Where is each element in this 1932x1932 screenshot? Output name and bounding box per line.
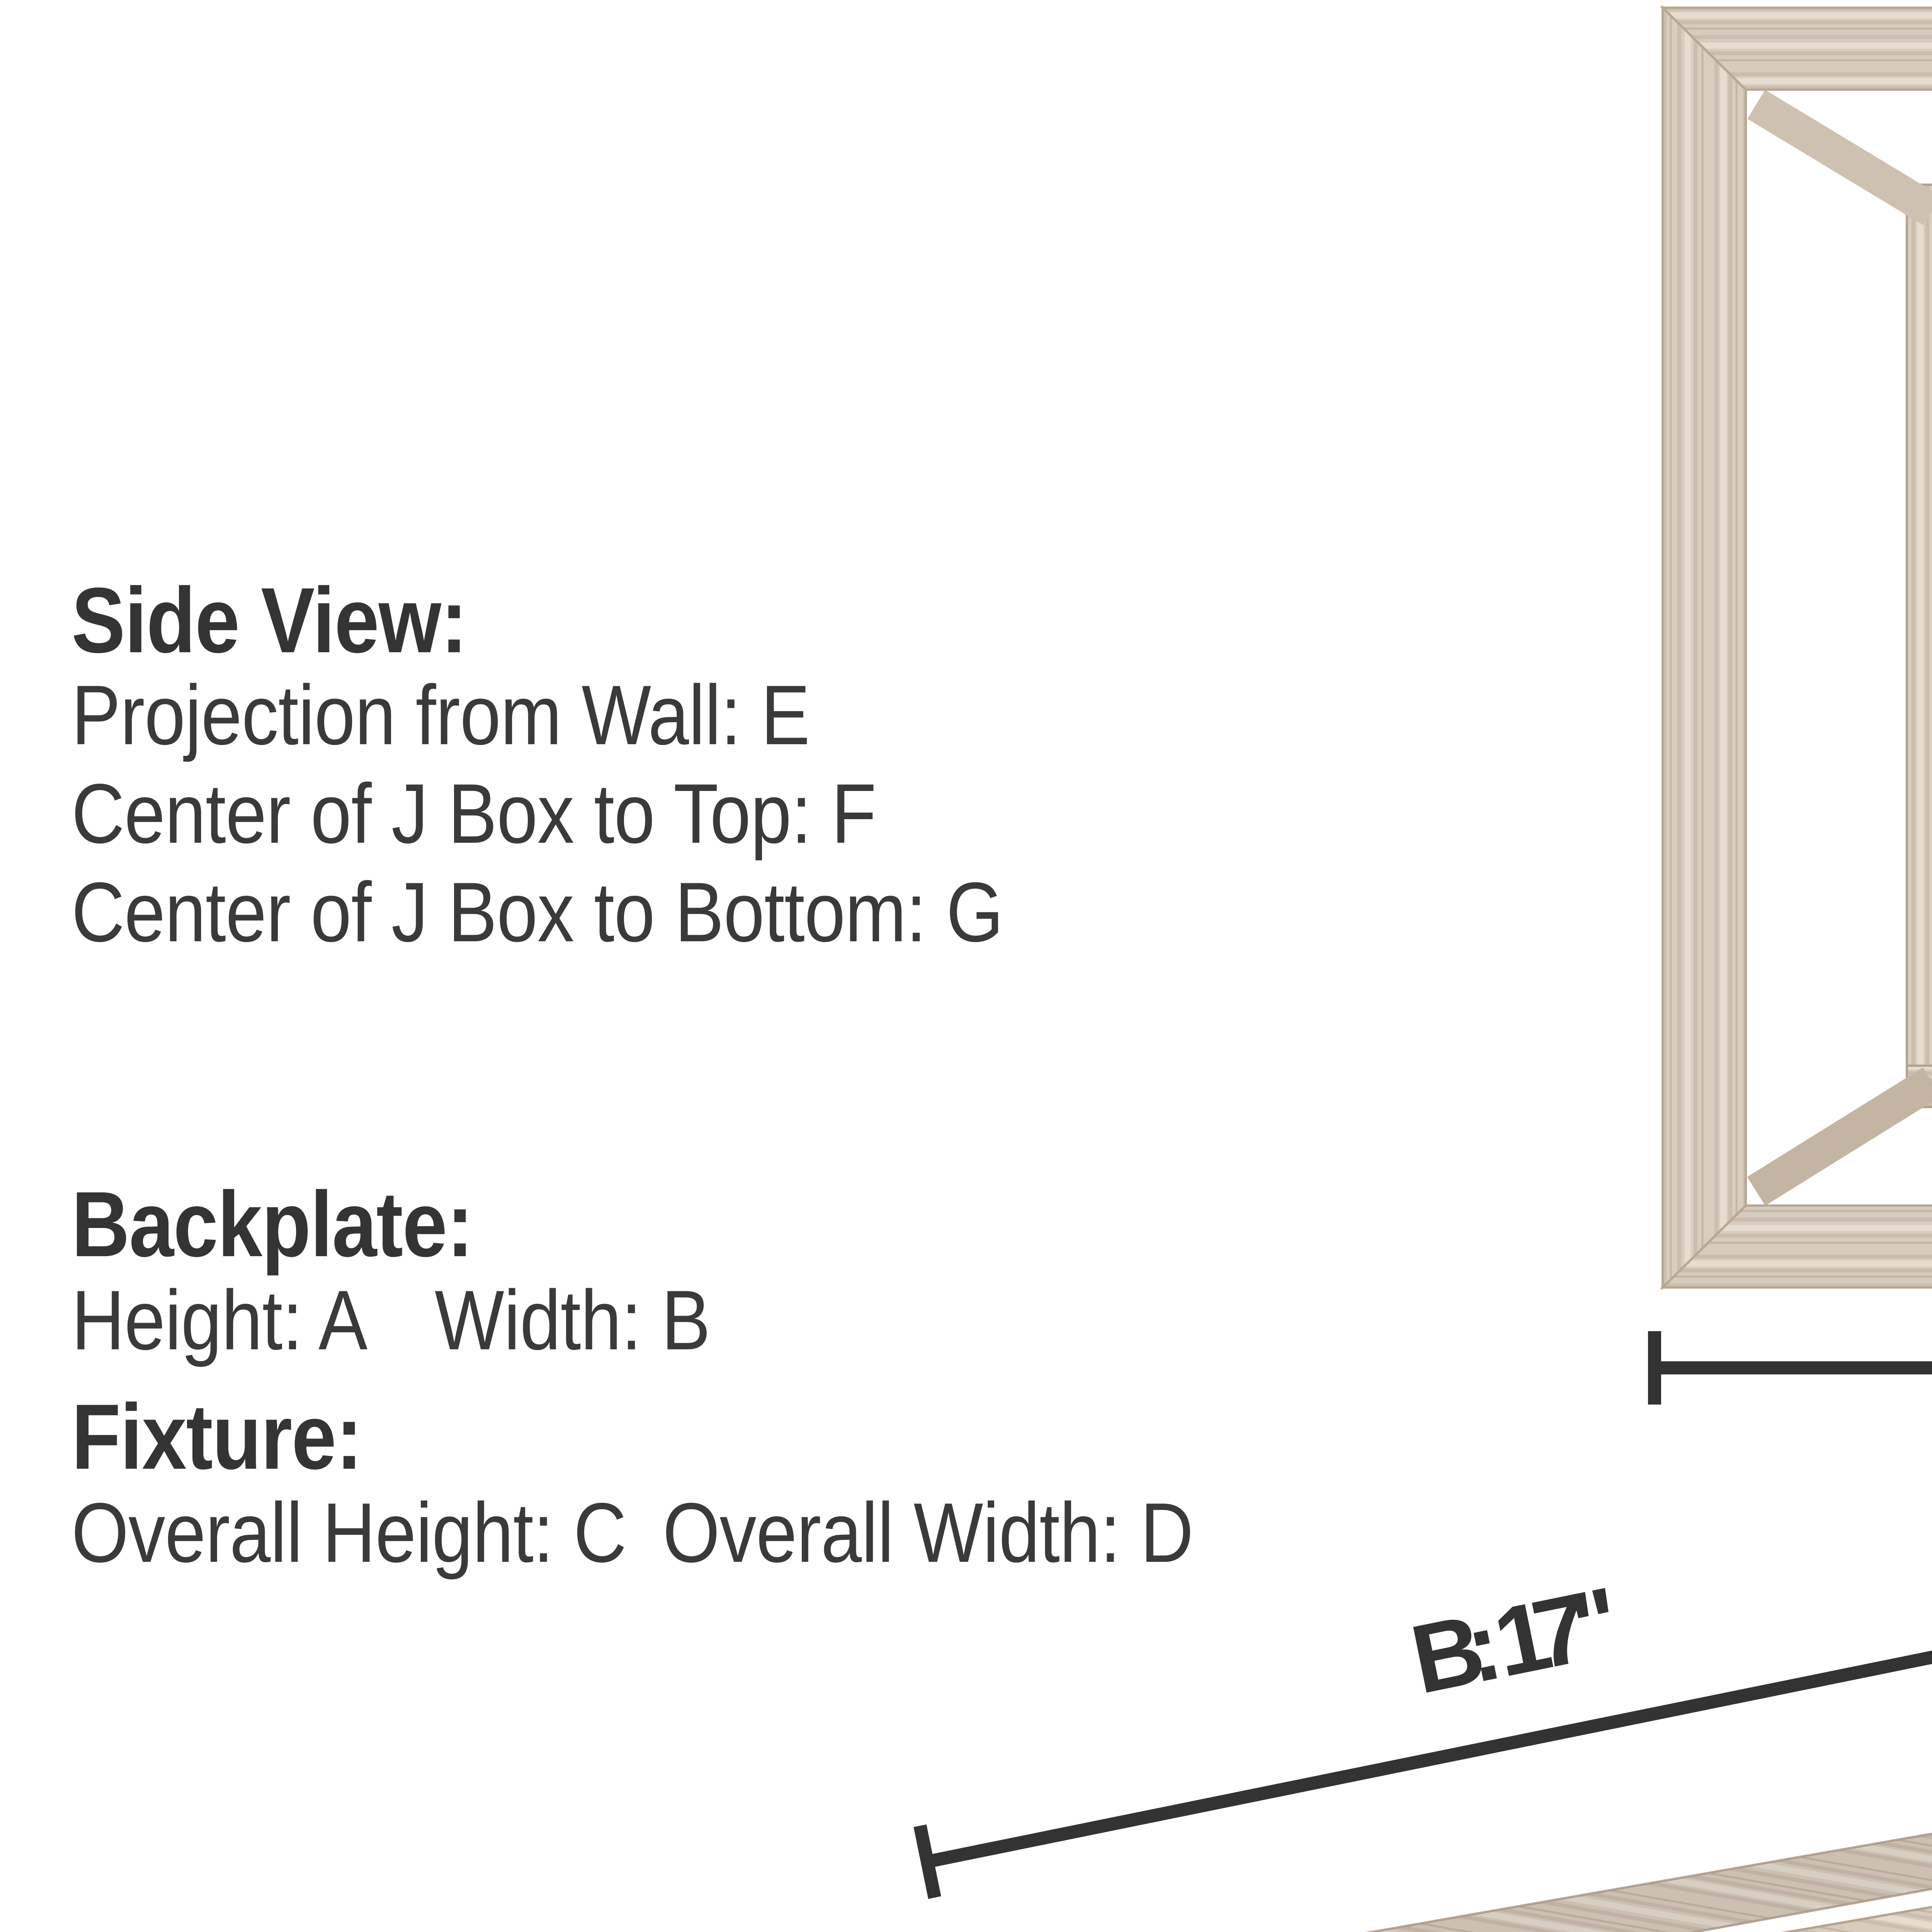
front-front-frame — [1365, 1832, 1932, 1932]
front-view-figure — [1365, 1832, 1932, 1932]
side-depth-rails — [1747, 90, 1932, 1206]
dimension-line-b — [913, 1650, 1932, 1899]
side-front-frame — [1660, 5, 1932, 1291]
front-top-rail-shade — [1372, 1833, 1932, 1932]
side-view-figure — [1660, 5, 1932, 1291]
dimension-annotations — [913, 1331, 1932, 1899]
front-back-frame — [1781, 1906, 1932, 1932]
dimension-line-e — [1648, 1331, 1932, 1405]
side-back-frame — [1906, 184, 1932, 1108]
